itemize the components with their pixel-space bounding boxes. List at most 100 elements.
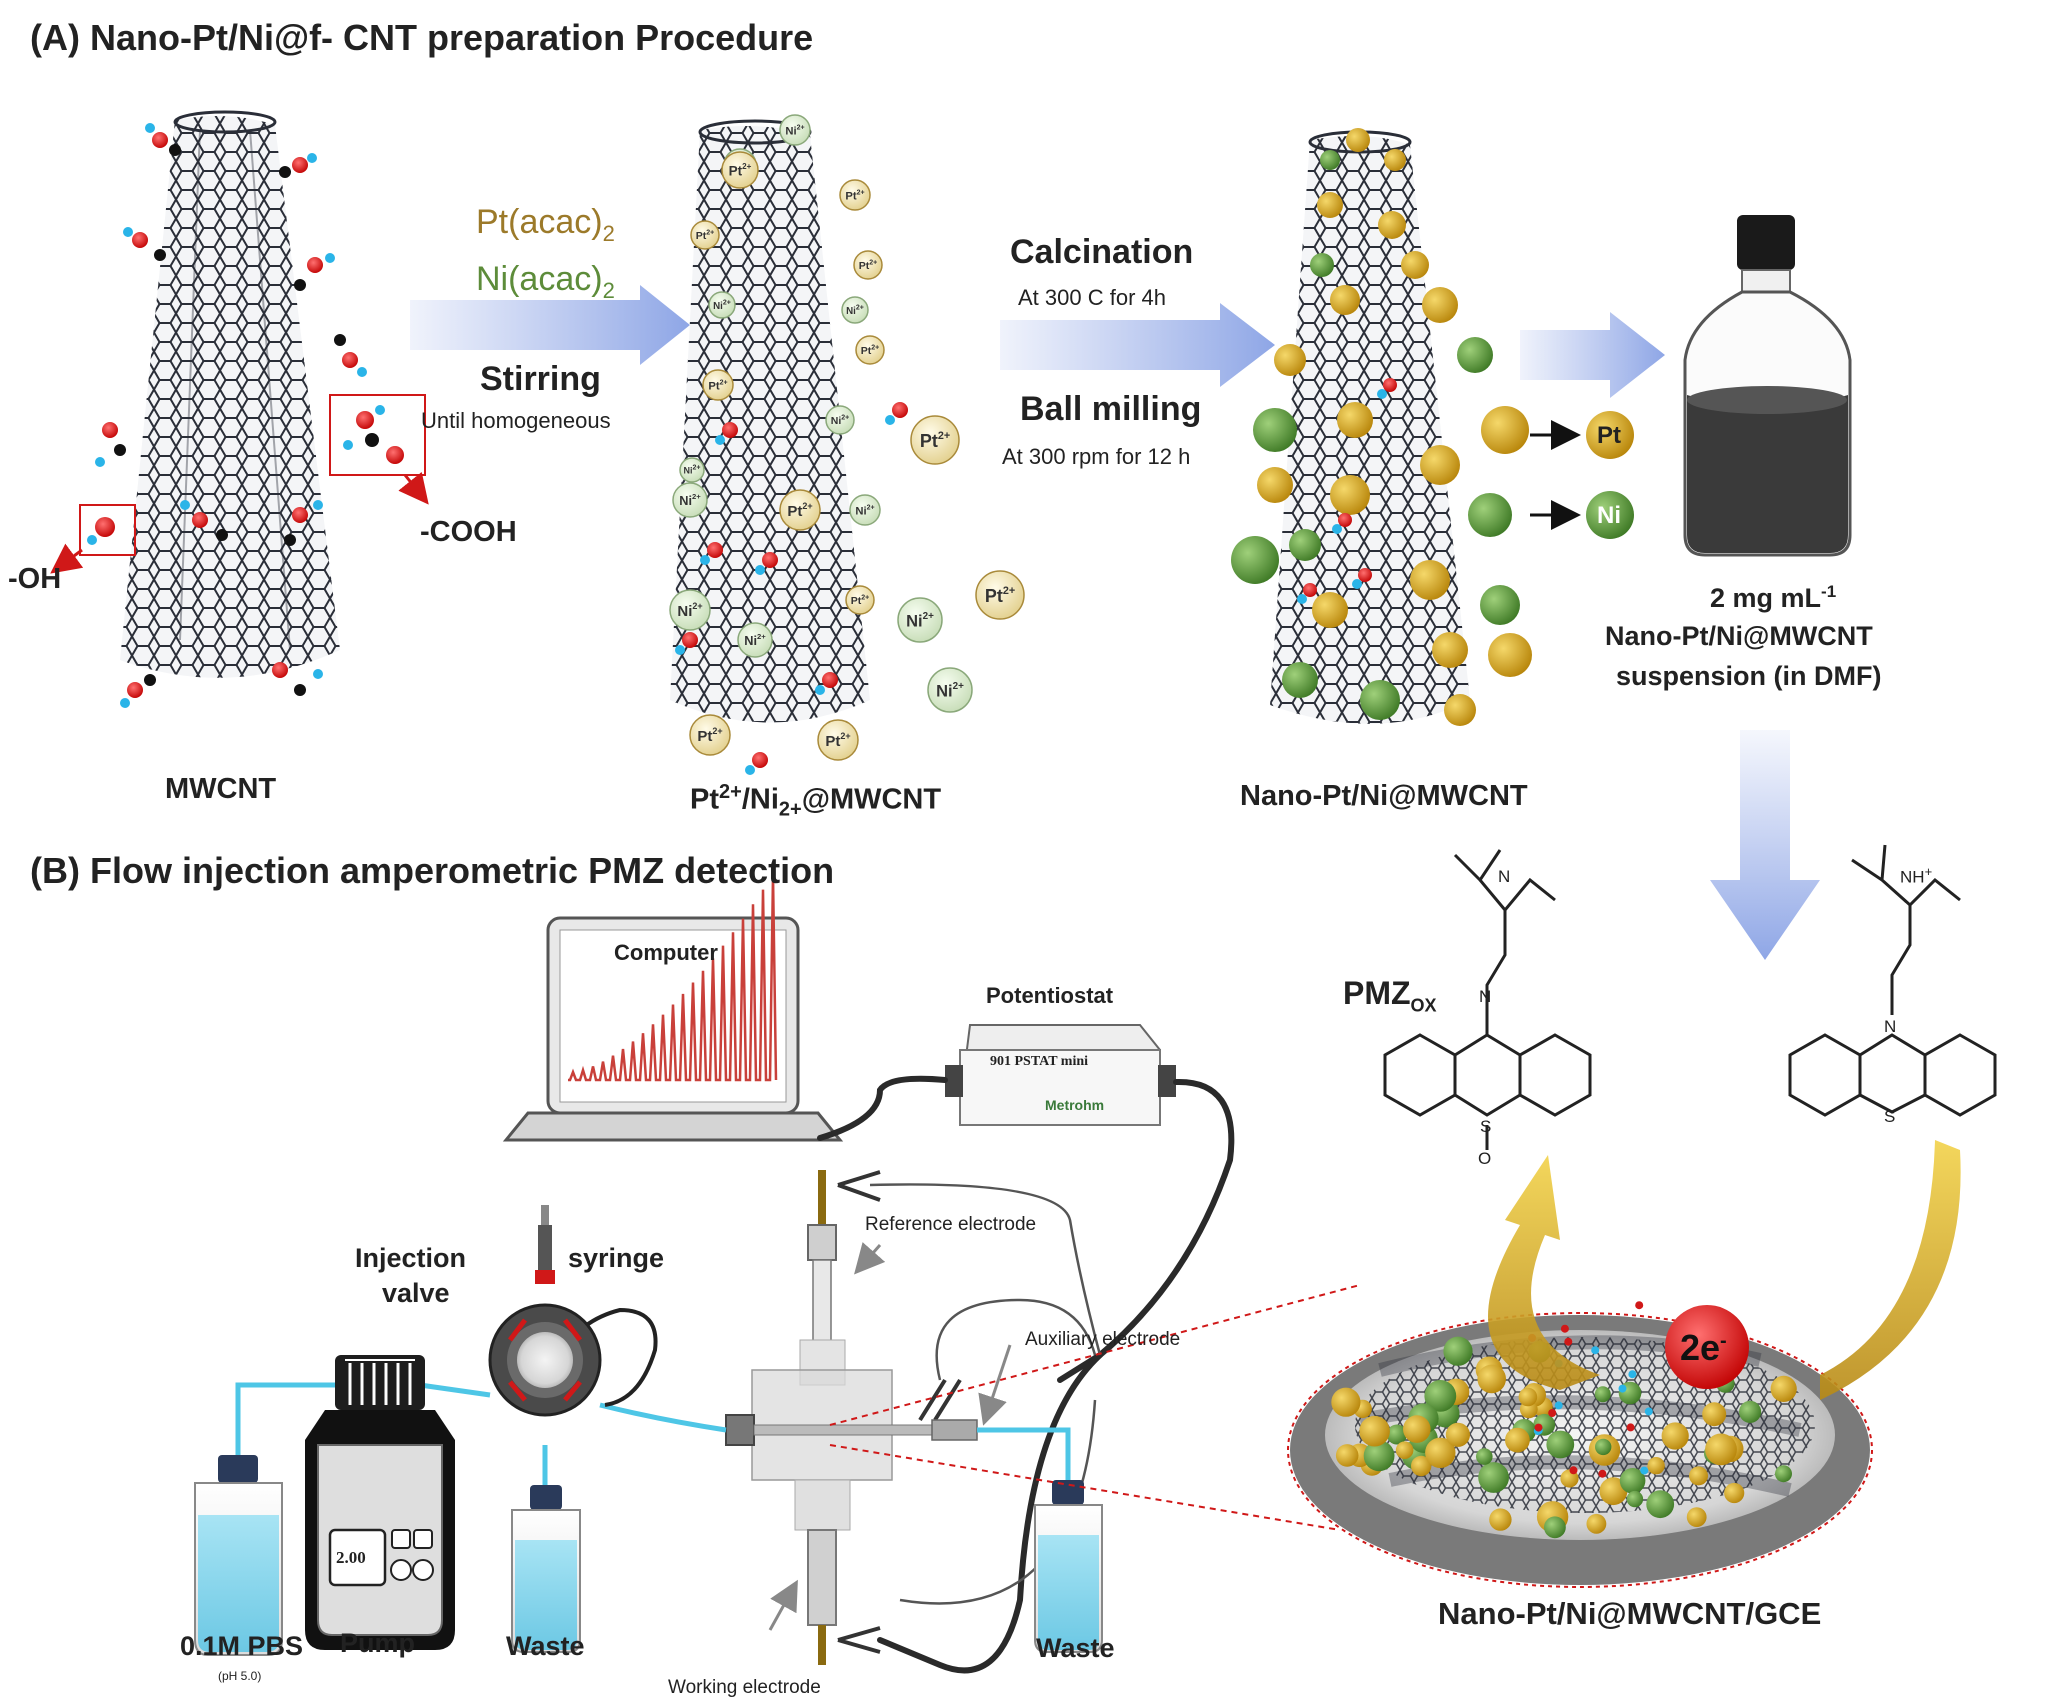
ni-ion-label: Ni2+ [684,464,701,475]
ni-nanoparticle [1363,1440,1395,1472]
hydrogen-atom [745,765,755,775]
pt-nanoparticle [1770,1375,1797,1402]
pt-nanoparticle [1444,694,1476,726]
pt-nanoparticle [1384,149,1406,171]
pt-ion [855,335,885,365]
pt-nanoparticle [1331,1387,1361,1417]
pt-nanoparticle [1488,633,1532,677]
pt-nanoparticle [1403,1415,1431,1443]
computer-label: Computer [614,940,718,965]
pt-nanoparticle [1337,402,1373,438]
injection-valve-label-2: valve [382,1278,450,1308]
injection-valve-label-1: Injection [355,1243,467,1273]
computer-laptop [502,874,844,1142]
pt-nanoparticle [1518,1387,1538,1407]
pt-nanoparticle [1330,475,1370,515]
pt-nanoparticle [1425,1437,1456,1469]
reduction-arrow [1820,1140,1961,1400]
hydrogen-atom [1352,579,1362,589]
reference-electrode-label: Reference electrode [865,1214,1037,1235]
injection-valve [488,1205,602,1417]
pt-ion [853,250,883,280]
pt-ion [817,719,859,761]
hydrogen-atom [815,685,825,695]
oh-label: -OH [8,563,62,595]
device-brand: Metrohm [1045,1097,1105,1113]
waste-bottle-1 [511,1485,581,1653]
oxygen-atom [1560,1324,1569,1333]
hydrogen-atom [1377,389,1387,399]
pt-nanoparticle [1274,344,1306,376]
pt-nanoparticle [1346,128,1370,152]
ion-loaded-label: Pt2+/Ni2+@MWCNT [690,781,942,821]
pt-nanoparticle [1378,211,1406,239]
hydrogen-atom [1591,1346,1600,1355]
working-electrode-label: Working electrode [668,1677,821,1698]
oxidation-arrow [1488,1155,1600,1390]
working-clip [837,1626,881,1654]
mwcnt-label: MWCNT [165,773,277,805]
pbs-bottle [194,1455,283,1656]
oxygen-atom [707,542,723,558]
oxygen-atom [1548,1409,1557,1417]
ni-nanoparticle [1594,1386,1611,1403]
reagent-ni-acac: Ni(acac)2 [476,260,615,303]
ball-milling-note: At 300 rpm for 12 h [1002,444,1191,469]
stirring-note: Until homogeneous [421,408,611,433]
ni-ion [737,622,773,658]
panel-a-title: (A) Nano-Pt/Ni@f- CNT preparation Proced… [30,17,814,58]
potentiostat-device [945,1024,1176,1126]
pmz-atom-s: S [1884,1107,1896,1126]
surface-nanoparticles [1331,1301,1797,1539]
pbs-label: 0.1M PBS [180,1631,304,1661]
ni-nanoparticle [1310,253,1334,277]
syringe-label: syringe [568,1243,665,1273]
ni-ion [825,405,855,435]
ni-nanoparticle [1546,1430,1575,1459]
metal-ions: Ni2+Ni2+Pt2+Pt2+Pt2+Pt2+Ni2+Pt2+Ni2+Ni2+… [669,114,1025,775]
suspension-solvent: suspension (in DMF) [1616,661,1882,691]
ni-nanoparticle [1478,1462,1509,1493]
ni-nanoparticle [1231,536,1279,584]
oxygen-atom [1358,568,1372,582]
calcination-label: Calcination [1010,233,1194,271]
functional-groups [50,123,429,708]
ni-nanoparticle [1595,1438,1612,1456]
calcination-note: At 300 C for 4h [1018,285,1166,310]
pt-nanoparticle [1422,287,1458,323]
pt-ion [779,489,821,531]
waste-label-1: Waste [506,1631,585,1661]
ni-nanoparticle [1386,1424,1407,1445]
pt-nanoparticle [1477,1364,1506,1394]
ni-nanoparticle [1775,1465,1792,1483]
pt-nanoparticle [1689,1466,1708,1486]
nano-label: Nano-Pt/Ni@MWCNT [1240,780,1528,812]
pmz-atom-nh: NH+ [1900,864,1933,887]
pt-nanoparticle [1330,285,1360,315]
oxygen-atom [1534,1423,1543,1432]
zoom-lines [829,1284,1361,1531]
oxygen-atom [762,552,778,568]
waste-bottle-2 [1034,1480,1103,1653]
pt-nanoparticle [1432,632,1468,668]
ni-nanoparticle [1443,1336,1473,1366]
nanoparticles [1231,128,1532,726]
hydrogen-atom [1297,594,1307,604]
pt-nanoparticle [1445,1422,1470,1447]
pt-nanoparticle [1489,1508,1512,1531]
pt-ion [721,151,759,189]
ni-nanoparticle [1646,1490,1675,1519]
oxygen-atom [1338,513,1352,527]
pt-nanoparticle [1401,251,1429,279]
pt-nanoparticle [1420,445,1460,485]
pmz-ox-atom-n-amine: N [1498,867,1511,886]
ni-ion [849,494,881,526]
ni-nanoparticle [1457,337,1493,373]
stirring-label: Stirring [480,360,601,398]
device-name: 901 PSTAT mini [990,1054,1089,1069]
ni-nanoparticle [1544,1516,1566,1539]
pt-ion [690,220,720,250]
ni-nanoparticle [1619,1468,1646,1494]
pt-nanoparticle [1505,1427,1530,1453]
